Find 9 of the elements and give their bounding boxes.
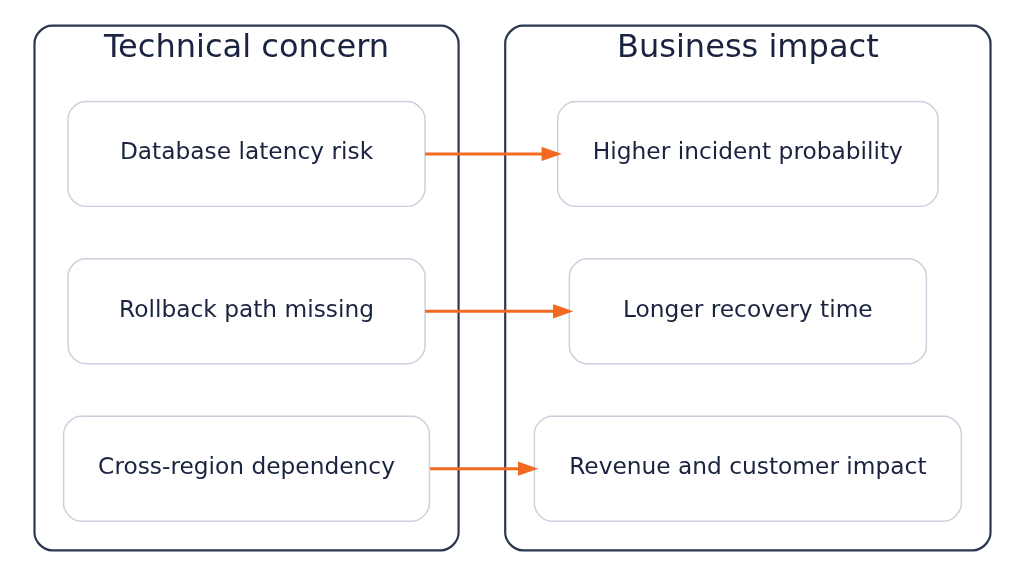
arrow xyxy=(424,146,562,162)
node-box: Rollback path missing xyxy=(66,258,426,365)
node-box: Longer recovery time xyxy=(568,258,927,365)
node-box: Cross-region dependency xyxy=(62,415,430,522)
node-box: Higher incident probability xyxy=(556,100,939,208)
node-box: Revenue and customer impact xyxy=(533,415,962,522)
arrow xyxy=(429,461,538,476)
node-box: Database latency risk xyxy=(66,100,426,208)
arrow xyxy=(424,304,573,319)
